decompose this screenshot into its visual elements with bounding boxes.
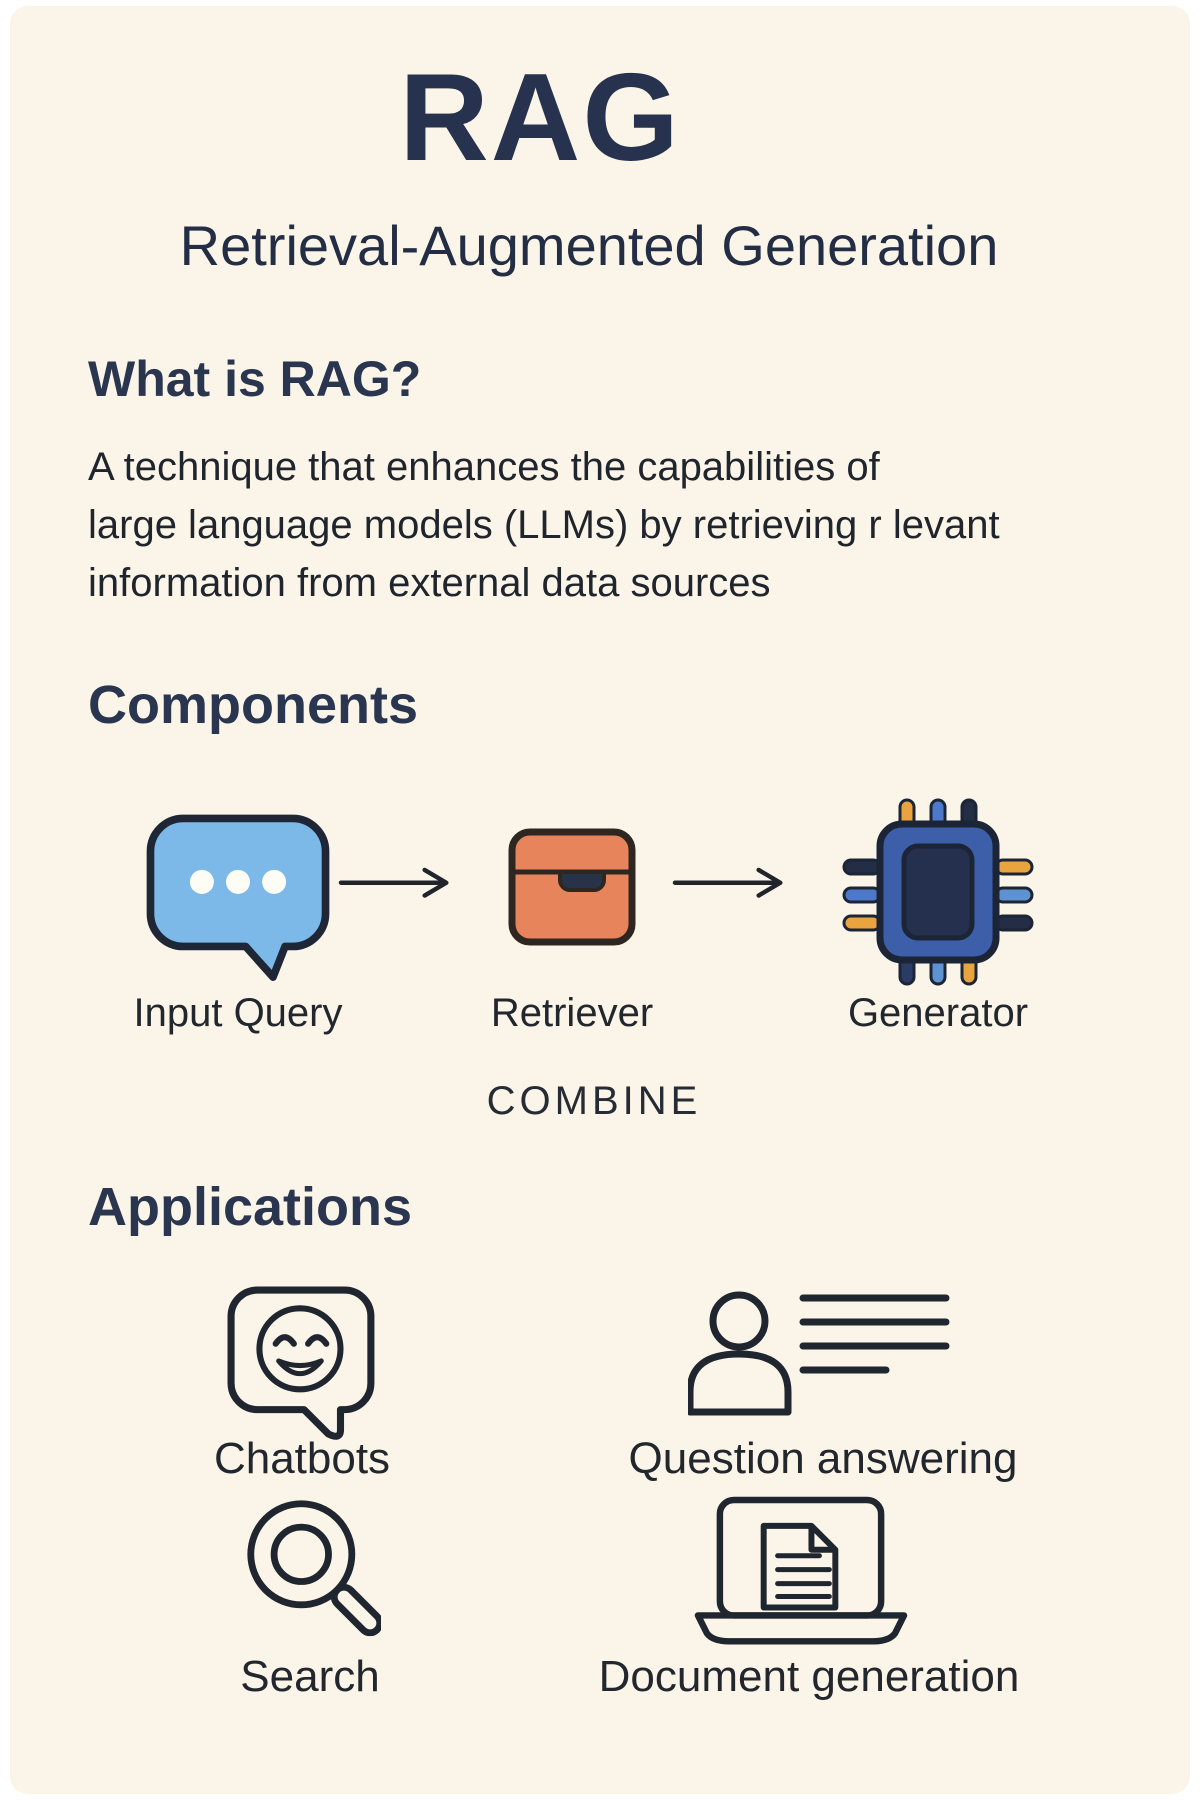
component-label-generator: Generator: [847, 991, 1029, 1035]
right-arrow-icon: [672, 866, 800, 899]
chat-bubble-icon: [145, 813, 331, 983]
components-heading: Components: [88, 675, 418, 735]
application-label-chatbots: Chatbots: [213, 1434, 391, 1483]
combine-label: COMBINE: [486, 1079, 702, 1123]
person-with-text-lines-icon: [688, 1288, 952, 1418]
application-label-question-answering: Question answering: [628, 1434, 1018, 1483]
storage-box-icon: [508, 828, 636, 946]
component-label-input-query: Input Query: [133, 991, 343, 1035]
what-is-rag-description: A technique that enhances the capabiliti…: [88, 438, 1000, 612]
applications-heading: Applications: [88, 1177, 413, 1237]
description-line: A technique that enhances the capabiliti…: [88, 445, 880, 489]
magnifying-glass-icon: [243, 1496, 381, 1642]
description-line: large language models (LLMs) by retrievi…: [88, 503, 1000, 547]
description-line: information from external data sources: [88, 561, 771, 605]
application-label-search: Search: [240, 1652, 380, 1701]
what-is-rag-heading: What is RAG?: [88, 351, 422, 407]
application-label-document-generation: Document generation: [598, 1652, 1020, 1701]
processor-chip-icon: [838, 794, 1038, 990]
page-title: RAG: [399, 49, 681, 187]
component-label-retriever: Retriever: [490, 991, 654, 1035]
right-arrow-icon: [338, 866, 466, 899]
smiley-chat-bubble-icon: [227, 1286, 379, 1446]
page-subtitle: Retrieval-Augmented Generation: [179, 214, 999, 277]
laptop-document-icon: [694, 1496, 908, 1647]
